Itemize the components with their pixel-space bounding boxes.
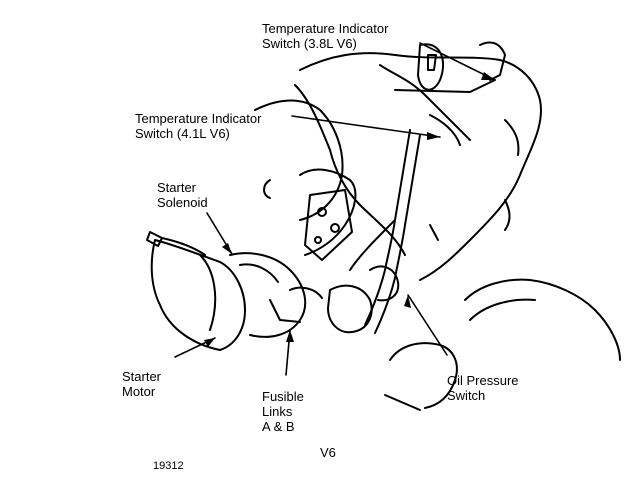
oil-pressure-switch-body <box>327 284 373 334</box>
wiring-harness <box>364 129 411 326</box>
transmission-housing <box>464 278 621 361</box>
starter-solenoid-body <box>229 252 307 338</box>
label-fusible-links-line3: A & B <box>262 419 295 434</box>
label-oil-pressure-switch-line2: Switch <box>447 388 486 403</box>
label-oil-pressure-switch-line1: Oil Pressure <box>447 373 519 388</box>
upper-bracket <box>417 43 445 91</box>
label-oil-pressure-switch: Oil Pressure Switch <box>447 373 519 403</box>
front-cover <box>299 168 357 256</box>
label-temp-switch-41-line2: Switch (4.1L V6) <box>135 126 230 141</box>
bracket-plate <box>304 189 353 261</box>
engine-block-outline <box>299 52 542 281</box>
label-starter-solenoid: Starter Solenoid <box>157 180 208 210</box>
label-fusible-links-line1: Fusible <box>262 389 304 404</box>
leader-arrowheads <box>204 72 495 347</box>
label-fusible-links: Fusible Links A & B <box>262 389 304 434</box>
diagram-caption: V6 <box>320 445 336 460</box>
label-starter-motor-line1: Starter <box>122 369 162 384</box>
label-temp-switch-41-line1: Temperature Indicator <box>135 111 262 126</box>
figure-number: 19312 <box>153 460 184 472</box>
leader-temp-38 <box>419 42 496 81</box>
cylinder-head <box>254 99 344 221</box>
leader-temp-41 <box>291 115 441 138</box>
label-starter-motor-line2: Motor <box>122 384 156 399</box>
label-starter-motor: Starter Motor <box>122 369 161 399</box>
label-starter-solenoid-line2: Solenoid <box>157 195 208 210</box>
label-fusible-links-line2: Links <box>262 404 293 419</box>
label-temp-switch-38-line2: Switch (3.8L V6) <box>262 36 357 51</box>
label-starter-solenoid-line1: Starter <box>157 180 197 195</box>
label-temp-switch-41: Temperature Indicator Switch (4.1L V6) <box>135 111 261 141</box>
starter-motor-body <box>150 239 246 351</box>
label-temp-switch-38: Temperature Indicator Switch (3.8L V6) <box>262 21 388 51</box>
leader-oil-pressure <box>407 294 448 356</box>
label-temp-switch-38-line1: Temperature Indicator <box>262 21 389 36</box>
